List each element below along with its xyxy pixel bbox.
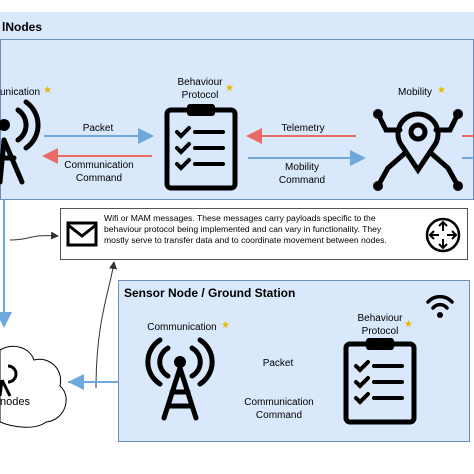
top-communication-label: unication [0,87,41,98]
sensor-panel-title: Sensor Node / Ground Station [124,286,296,300]
message-note [60,208,468,260]
note-text: Wifi or MAM messages. These messages car… [104,213,422,246]
mobility-command-label-1: Mobility [285,162,319,173]
router-icon [425,217,461,253]
cloud-icon [0,345,67,428]
comm-command-label-2: Command [75,173,123,184]
mobility-command-label-2: Command [278,175,326,186]
mobility-pin-icon [373,109,463,191]
note-line-2: behaviour protocol being implemented and… [104,224,382,234]
telemetry-label: Telemetry [281,123,325,134]
star-icon: ★ [43,85,52,96]
top-panel-title: lNodes [2,20,43,34]
top-node-panel-header [0,12,474,40]
star-icon: ★ [404,319,413,330]
note-line-1: Wifi or MAM messages. These messages car… [104,213,376,223]
mobility-label: Mobility [398,87,432,98]
star-icon: ★ [225,83,234,94]
sensor-behaviour-label-1: Behaviour [357,313,403,324]
sensor-communication-label: Communication [147,322,217,333]
antenna-tower-icon [0,99,41,185]
antenna-tower-icon [145,337,215,421]
sensor-command-label-1: Communication [244,397,314,408]
cloud-label: nodes [0,396,30,408]
envelope-icon [66,221,98,247]
wifi-icon [426,294,454,318]
sensor-command-label-2: Command [255,410,303,421]
clipboard-checklist-icon [343,338,417,425]
sensor-behaviour-label-2: Protocol [361,326,399,337]
star-icon: ★ [437,85,446,96]
top-behaviour-label-2: Protocol [181,90,219,101]
comm-command-label-1: Communication [64,160,134,171]
note-line-3: mostly serve to transfer data and to coo… [104,235,387,245]
sensor-packet-label: Packet [262,358,294,369]
clipboard-checklist-icon [164,104,238,191]
packet-label: Packet [82,123,114,134]
star-icon: ★ [221,320,230,331]
top-behaviour-label-1: Behaviour [177,77,223,88]
